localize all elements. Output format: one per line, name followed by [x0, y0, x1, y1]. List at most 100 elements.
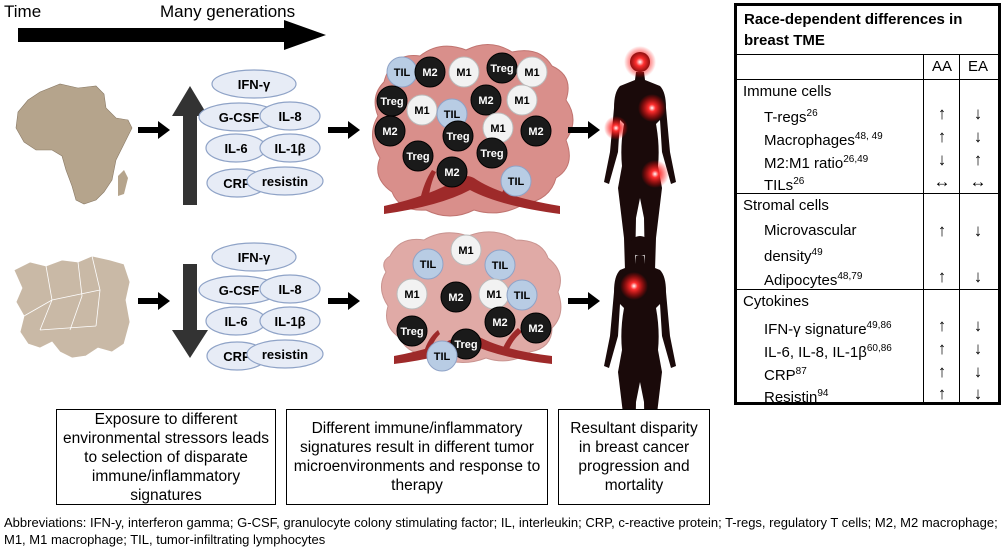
- cell-label: M2: [528, 126, 543, 138]
- cell-label: Treg: [446, 131, 469, 143]
- caption-disparity: Resultant disparity in breast cancer pro…: [558, 409, 710, 505]
- cell-m2: [484, 306, 516, 338]
- cell-m1: [406, 94, 438, 126]
- table-col-divider: [959, 54, 960, 402]
- arrow-adipo-ea: ↓: [973, 267, 983, 286]
- arrow-tregs-ea: ↓: [973, 104, 983, 123]
- cell-label: TIL: [508, 176, 525, 188]
- cytokine-label: IL-6: [224, 314, 247, 329]
- arrow-tils-aa: ↔: [933, 172, 951, 191]
- cell-label: TIL: [492, 260, 509, 272]
- europe-borders: [23, 255, 101, 331]
- cell-label: M1: [490, 123, 505, 135]
- cell-m1: [396, 278, 428, 310]
- cell-label: M1: [456, 67, 471, 79]
- arrow-il-aa: ↑: [937, 339, 947, 358]
- table-divider: [737, 289, 998, 290]
- col-header-ea: EA: [967, 58, 988, 75]
- cell-label: Treg: [406, 151, 429, 163]
- cytokine-label: IL-1β: [274, 314, 305, 329]
- cell-label: M2: [492, 317, 507, 329]
- cell-treg: [476, 137, 508, 169]
- row-crp: CRP87: [764, 366, 807, 384]
- row-ifn: IFN-γ signature49,86: [764, 320, 892, 338]
- cell-til: [506, 279, 538, 311]
- cell-label: Treg: [454, 339, 477, 351]
- cytokine-label: G-CSF: [219, 110, 260, 125]
- cell-label: M1: [414, 105, 429, 117]
- cell-treg: [442, 120, 474, 152]
- cytokine-label: CRP: [223, 176, 251, 191]
- row-m2m1: M2:M1 ratio26,49: [764, 154, 869, 172]
- arrow-resistin-aa: ↑: [937, 384, 947, 403]
- cell-m2: [414, 56, 446, 88]
- arrow-ifn-ea: ↓: [973, 316, 983, 335]
- cell-label: TIL: [394, 67, 411, 79]
- cell-m2: [520, 115, 552, 147]
- cell-label: M1: [524, 67, 539, 79]
- cytokine-oval: [259, 133, 321, 163]
- decrease-arrow: [172, 264, 208, 358]
- row-tils: TILs26: [764, 176, 805, 194]
- arrow-mvd-ea: ↓: [973, 221, 983, 240]
- row-adipocytes: Adipocytes48,79: [764, 271, 863, 289]
- time-arrow: [18, 20, 326, 50]
- cytokine-oval: [259, 101, 321, 131]
- body-silhouette-bottom: [604, 236, 676, 454]
- africa-map: [15, 83, 133, 205]
- cytokine-oval: [246, 339, 324, 369]
- cytokine-label: IFN-γ: [238, 77, 271, 92]
- cell-label: TIL: [434, 351, 451, 363]
- body-silhouette-top: [604, 46, 676, 270]
- cell-m2: [440, 281, 472, 313]
- madagascar-shape: [118, 170, 128, 196]
- row-density: density49: [764, 247, 823, 265]
- row-tregs: T-regs26: [764, 108, 818, 126]
- race-tme-table: Race-dependent differences in breast TME…: [734, 3, 1001, 406]
- cytokine-label: CRP: [223, 349, 251, 364]
- cytokine-label: resistin: [262, 174, 308, 189]
- arrow-m2m1-ea: ↑: [973, 150, 983, 169]
- cell-label: M2: [444, 167, 459, 179]
- cell-m1: [516, 56, 548, 88]
- cell-label: M1: [458, 245, 473, 257]
- cytokine-label: IL-8: [278, 282, 301, 297]
- cell-treg: [396, 315, 428, 347]
- glow-head: [624, 46, 656, 78]
- time-label: Time: [4, 2, 42, 21]
- table-title-line2: breast TME: [744, 32, 825, 49]
- arrow-il-ea: ↓: [973, 339, 983, 358]
- arrow-mvd-aa: ↑: [937, 221, 947, 240]
- table-col-divider: [923, 54, 924, 402]
- arrow-macro-aa: ↑: [937, 127, 947, 146]
- caption-environmental: Exposure to different environmental stre…: [56, 409, 276, 505]
- europe-map: [13, 255, 131, 359]
- tumor-to-body-arrows: [568, 121, 600, 310]
- generations-label: Many generations: [160, 2, 296, 21]
- arrow-ifn-aa: ↑: [937, 316, 947, 335]
- cell-label: Treg: [480, 148, 503, 160]
- cytokine-label: IL-6: [224, 141, 247, 156]
- arrow-resistin-ea: ↓: [973, 384, 983, 403]
- cell-label: M2: [528, 323, 543, 335]
- glow-arm: [604, 116, 628, 140]
- cell-label: M1: [404, 289, 419, 301]
- cytokine-label: IL-1β: [274, 141, 305, 156]
- section-immune: Immune cells: [743, 83, 832, 100]
- cell-label: M2: [382, 126, 397, 138]
- cytokine-label: G-CSF: [219, 283, 260, 298]
- cell-m1: [450, 234, 482, 266]
- cell-m1: [506, 84, 538, 116]
- cell-label: Treg: [380, 96, 403, 108]
- row-microvascular: Microvascular: [764, 222, 857, 239]
- cytokine-label: IL-8: [278, 109, 301, 124]
- glow-hip: [641, 160, 669, 188]
- cell-label: M2: [478, 95, 493, 107]
- arrow-crp-ea: ↓: [973, 362, 983, 381]
- cell-m1: [448, 56, 480, 88]
- abbreviations-footnote: Abbreviations: IFN-y, interferon gamma; …: [4, 515, 998, 547]
- cytokine-oval: [246, 166, 324, 196]
